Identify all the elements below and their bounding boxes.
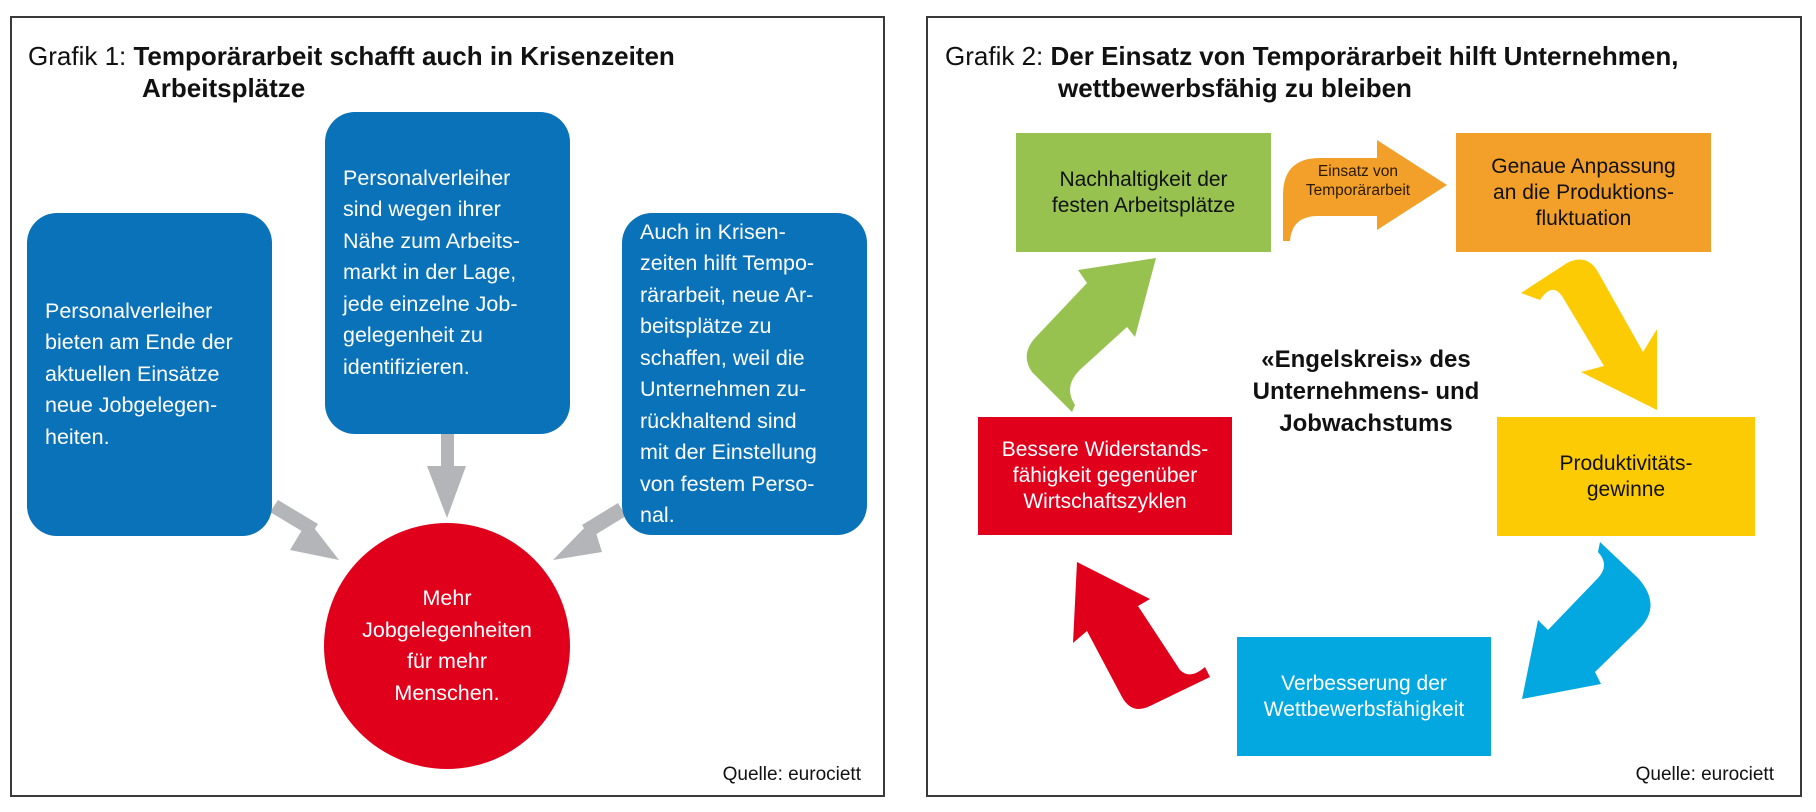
text-line: Jobgelegenheiten	[362, 617, 532, 642]
info-box-crisis-times: Auch in Krisen- zeiten hilft Tempo- rära…	[622, 213, 867, 535]
graphic-1-source: Quelle: eurociett	[722, 764, 861, 785]
text-line: identifizieren.	[343, 354, 470, 379]
step-box-production-fluctuation: Genaue Anpassung an die Produktions- flu…	[1456, 133, 1711, 252]
text-line: neue Jobgelegen-	[45, 393, 218, 418]
text-line: Unternehmen zu-	[640, 377, 807, 401]
text-line: Produktivitäts-	[1559, 451, 1693, 475]
text-line: sind wegen ihrer	[343, 197, 501, 222]
text-line: Personalverleiher	[45, 298, 213, 323]
text-line: für mehr	[406, 649, 488, 673]
text-line: Bessere Widerstands-	[1001, 438, 1209, 461]
text-line: Einsatz von	[1317, 163, 1399, 180]
text-line: heiten.	[45, 424, 110, 449]
red-curved-arrow-icon	[1073, 562, 1210, 709]
text-line: Verbesserung der	[1281, 671, 1447, 695]
text-line: Wettbewerbsfähigkeit	[1263, 697, 1465, 721]
text-line: mit der Einstellung	[640, 440, 817, 464]
graphic-2-prefix: Grafik 2:	[945, 41, 1044, 71]
text-line: Personalverleiher	[343, 165, 511, 190]
text-line: «Engelskreis» des	[1261, 346, 1471, 373]
text-line: aktuellen Einsätze	[45, 361, 220, 386]
graphic-2-title: Grafik 2: Der Einsatz von Temporärarbeit…	[945, 40, 1678, 72]
blue-curved-arrow-icon	[1522, 542, 1651, 699]
text-line: Nähe zum Arbeits-	[343, 228, 520, 253]
text-line: an die Produktions-	[1493, 180, 1674, 204]
text-line: nal.	[640, 503, 675, 527]
step-box-competitiveness: Verbesserung der Wettbewerbsfähigkeit	[1237, 637, 1491, 756]
text-line: Menschen.	[394, 680, 500, 705]
gray-arrow-down-icon	[427, 432, 466, 518]
text-line: gewinne	[1586, 477, 1666, 501]
arrow-label-temporary-work: Einsatz von Temporärarbeit	[1298, 162, 1418, 200]
text-line: fluktuation	[1535, 206, 1632, 230]
text-line: rärarbeit, neue Ar-	[640, 282, 814, 307]
text-line: beitsplätze zu	[640, 314, 772, 338]
graphic-1-title-line1: Temporärarbeit schafft auch in Krisenzei…	[133, 41, 675, 71]
orange-curved-arrow-icon	[1283, 140, 1447, 241]
graphic-2-title-line2: wettbewerbsfähig zu bleiben	[1058, 73, 1412, 103]
text-line: festen Arbeitsplätze	[1051, 193, 1236, 217]
green-curved-arrow-icon	[1026, 258, 1156, 412]
text-line: Wirtschaftszyklen	[1023, 490, 1187, 513]
text-line: Nachhaltigkeit der	[1059, 167, 1228, 191]
text-line: gelegenheit zu	[343, 323, 483, 348]
graphic-1-title-line2: Arbeitsplätze	[142, 73, 306, 103]
info-box-market-proximity: Personalverleiher sind wegen ihrer Nähe …	[325, 112, 570, 434]
text-line: Auch in Krisen-	[640, 219, 786, 244]
text-line: Temporärarbeit	[1305, 182, 1411, 199]
text-line: zeiten hilft Tempo-	[640, 251, 815, 275]
graphic-2-title-line2-wrap: wettbewerbsfähig zu bleiben	[1058, 72, 1412, 104]
step-box-sustainable-jobs: Nachhaltigkeit der festen Arbeitsplätze	[1016, 133, 1271, 252]
text-line: markt in der Lage,	[343, 260, 517, 285]
info-box-job-opportunities-end: Personalverleiher bieten am Ende der akt…	[27, 213, 272, 536]
text-line: Jobwachstums	[1279, 410, 1453, 437]
result-circle-more-jobs: Mehr Jobgelegenheiten für mehr Menschen.	[324, 523, 570, 769]
text-line: Unternehmens- und	[1252, 378, 1480, 405]
text-line: jede einzelne Job-	[343, 291, 518, 316]
gray-arrow-right-icon	[553, 503, 626, 560]
text-line: schaffen, weil die	[640, 345, 805, 370]
graphic-2-title-line1: Der Einsatz von Temporärarbeit hilft Unt…	[1050, 41, 1679, 71]
virtuous-circle-label: «Engelskreis» des Unternehmens- und Jobw…	[1236, 344, 1496, 440]
graphic-1-title-line2-wrap: Arbeitsplätze	[142, 72, 305, 104]
step-box-productivity-gains: Produktivitäts- gewinne	[1497, 417, 1755, 536]
graphic-1-title: Grafik 1: Temporärarbeit schafft auch in…	[28, 40, 675, 72]
graphic-1-prefix: Grafik 1:	[28, 41, 127, 71]
yellow-curved-arrow-icon	[1521, 259, 1657, 410]
text-line: fähigkeit gegenüber	[1012, 464, 1198, 487]
graphic-2-source: Quelle: eurociett	[1635, 764, 1774, 785]
text-line: Genaue Anpassung	[1491, 154, 1676, 178]
text-line: Mehr	[422, 586, 472, 610]
step-box-economic-resilience: Bessere Widerstands- fähigkeit gegenüber…	[978, 417, 1232, 535]
text-line: rückhaltend sind	[640, 408, 797, 433]
text-line: von festem Perso-	[640, 471, 815, 496]
gray-arrow-left-icon	[270, 500, 339, 560]
text-line: bieten am Ende der	[45, 330, 233, 355]
